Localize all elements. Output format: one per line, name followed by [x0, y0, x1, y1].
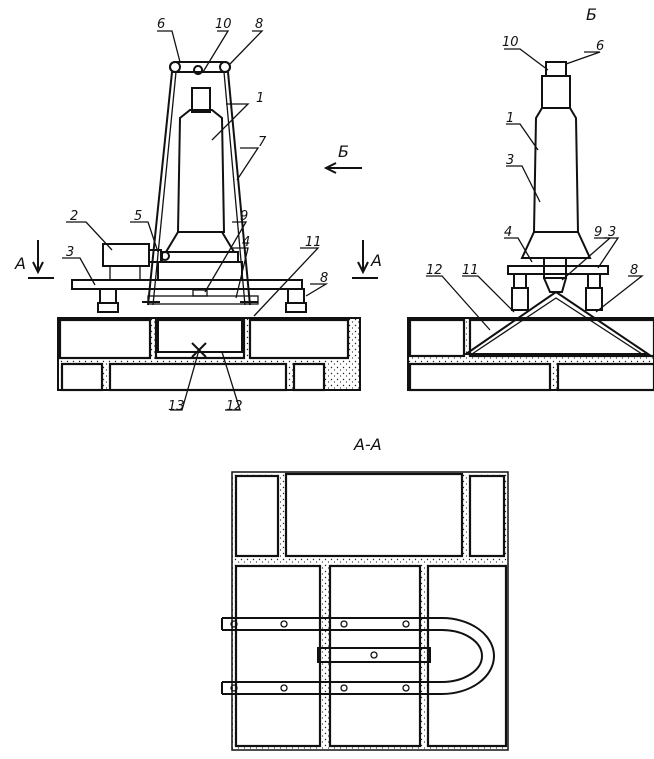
side-label-12: 12 [426, 263, 443, 278]
front-view: А А Б [14, 17, 382, 414]
section-mark-left-label: А [14, 254, 26, 273]
section-masonry [231, 471, 509, 751]
label-6: 6 [157, 17, 165, 32]
label-1: 1 [256, 91, 264, 106]
side-label-10: 10 [502, 35, 519, 50]
u-sling [221, 617, 495, 695]
sling-bolts [230, 620, 410, 692]
front-leaders [62, 30, 329, 411]
legs-8 [97, 288, 307, 313]
section-mark-right: А [352, 240, 382, 279]
jack-1 [157, 65, 243, 281]
label-12: 12 [226, 399, 243, 414]
side-label-1: 1 [506, 111, 514, 126]
side-frame-3 [507, 265, 609, 275]
side-label-6: 6 [596, 39, 604, 54]
side-label-11: 11 [462, 263, 479, 278]
side-view-title: Б [586, 5, 597, 24]
label-8-top: 8 [255, 17, 263, 32]
section-mark-right-label: А [370, 251, 382, 270]
front-masonry [57, 317, 361, 392]
label-9: 9 [240, 209, 248, 224]
pump-2 [102, 243, 170, 280]
label-5: 5 [134, 209, 142, 224]
label-8: 8 [320, 271, 328, 286]
label-11: 11 [305, 235, 322, 250]
side-view: Б [407, 5, 654, 392]
view-arrow-b: Б [323, 142, 362, 174]
label-13: 13 [168, 399, 185, 414]
side-label-3a: 3 [506, 153, 514, 168]
side-label-4: 4 [504, 225, 512, 240]
view-arrow-label: Б [338, 142, 349, 161]
label-4: 4 [242, 235, 250, 250]
side-jack-1 [520, 61, 592, 293]
rods-7 [142, 71, 258, 306]
side-leaders [426, 48, 644, 331]
label-10: 10 [215, 17, 232, 32]
section-title: А-А [353, 435, 382, 454]
traverse-6 [169, 61, 231, 73]
section-a-a: А-А [221, 435, 509, 751]
label-3: 3 [66, 245, 74, 260]
section-mark-left: А [14, 240, 54, 279]
label-2: 2 [70, 209, 78, 224]
side-label-9: 9 [594, 225, 602, 240]
sling-11 [462, 290, 652, 355]
side-legs-8 [511, 273, 603, 311]
side-label-8: 8 [630, 263, 638, 278]
frame-3 [71, 279, 303, 290]
side-label-3b: 3 [608, 225, 616, 240]
label-7: 7 [258, 135, 267, 150]
